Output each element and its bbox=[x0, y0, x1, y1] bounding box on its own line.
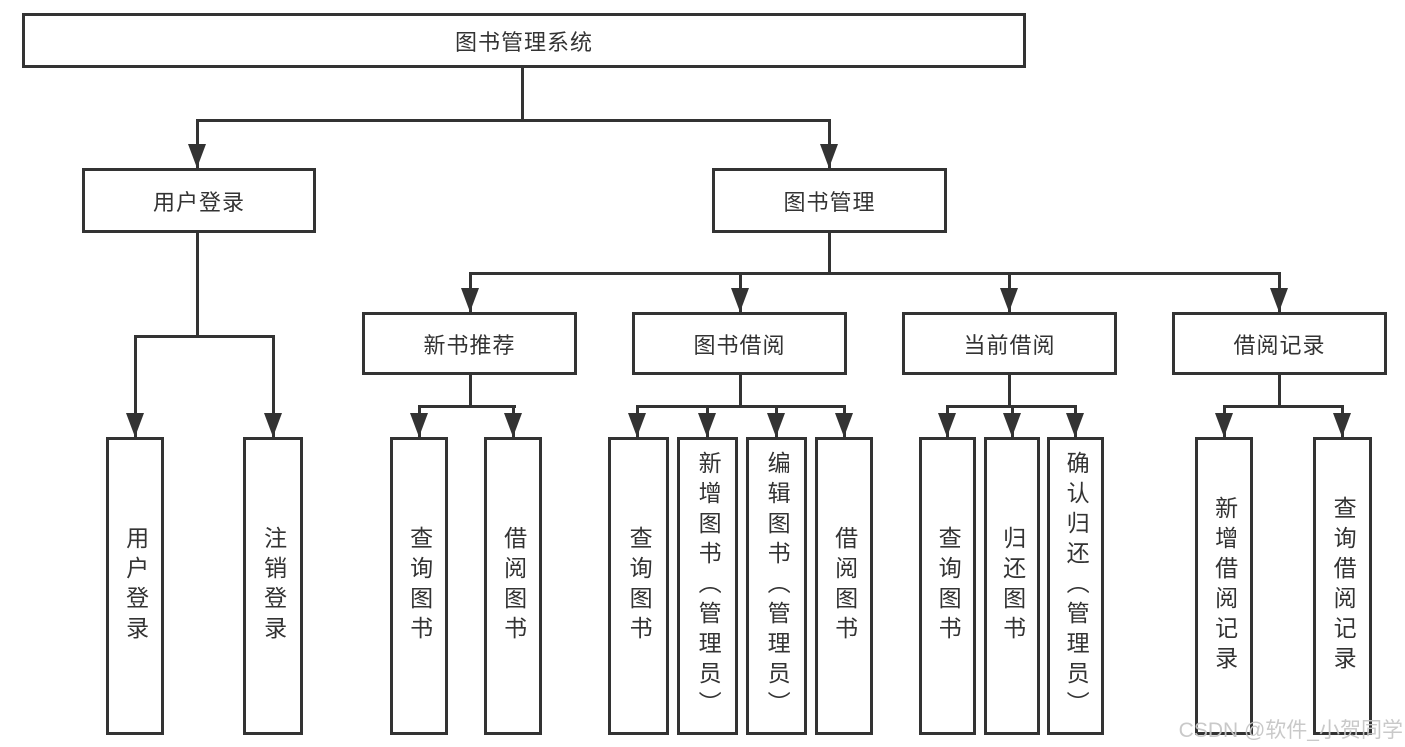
connector-line bbox=[1223, 405, 1344, 408]
arrowhead-icon bbox=[731, 288, 749, 312]
connector-line bbox=[196, 119, 831, 122]
node-book-management-label: 图书管理 bbox=[783, 189, 876, 215]
leaf-newbook-query-label: 查询图书 bbox=[406, 526, 433, 646]
node-user-login: 用户登录 bbox=[82, 168, 316, 233]
leaf-borrow-edit-admin-label: 编辑图书（管理员） bbox=[764, 451, 791, 721]
leaf-current-query-label: 查询图书 bbox=[935, 526, 962, 646]
connector-line bbox=[828, 119, 831, 168]
arrowhead-icon bbox=[264, 413, 282, 437]
arrowhead-icon bbox=[504, 413, 522, 437]
node-borrow-record: 借阅记录 bbox=[1172, 312, 1387, 375]
node-new-book-recommend-label: 新书推荐 bbox=[423, 332, 516, 358]
connector-line bbox=[196, 119, 199, 168]
leaf-record-query: 查询借阅记录 bbox=[1313, 437, 1372, 735]
leaf-record-add-label: 新增借阅记录 bbox=[1211, 496, 1238, 676]
node-current-borrow-label: 当前借阅 bbox=[963, 332, 1056, 358]
arrowhead-icon bbox=[698, 413, 716, 437]
leaf-user-login-label: 用户登录 bbox=[122, 526, 149, 646]
leaf-return-book-label: 归还图书 bbox=[999, 526, 1026, 646]
node-book-management: 图书管理 bbox=[712, 168, 947, 233]
leaf-newbook-query: 查询图书 bbox=[390, 437, 448, 735]
arrowhead-icon bbox=[820, 144, 838, 168]
connector-line bbox=[739, 375, 742, 405]
leaf-logout: 注销登录 bbox=[243, 437, 303, 735]
leaf-record-add: 新增借阅记录 bbox=[1195, 437, 1253, 735]
arrowhead-icon bbox=[938, 413, 956, 437]
connector-line bbox=[272, 335, 275, 437]
node-new-book-recommend: 新书推荐 bbox=[362, 312, 577, 375]
node-current-borrow: 当前借阅 bbox=[902, 312, 1117, 375]
leaf-borrow-book-label: 借阅图书 bbox=[831, 526, 858, 646]
leaf-logout-label: 注销登录 bbox=[260, 526, 287, 646]
leaf-record-query-label: 查询借阅记录 bbox=[1330, 496, 1357, 676]
arrowhead-icon bbox=[767, 413, 785, 437]
connector-line bbox=[134, 335, 275, 338]
connector-line bbox=[521, 67, 524, 121]
arrowhead-icon bbox=[628, 413, 646, 437]
arrowhead-icon bbox=[410, 413, 428, 437]
node-root-label: 图书管理系统 bbox=[454, 29, 593, 55]
connector-line bbox=[469, 375, 472, 405]
arrowhead-icon bbox=[188, 144, 206, 168]
connector-line bbox=[469, 272, 1281, 275]
arrowhead-icon bbox=[835, 413, 853, 437]
connector-line bbox=[134, 335, 137, 437]
leaf-user-login: 用户登录 bbox=[106, 437, 164, 735]
leaf-borrow-add-admin-label: 新增图书（管理员） bbox=[695, 451, 722, 721]
connector-line bbox=[1008, 375, 1011, 405]
arrowhead-icon bbox=[1270, 288, 1288, 312]
node-root: 图书管理系统 bbox=[22, 13, 1026, 68]
arrowhead-icon bbox=[461, 288, 479, 312]
connector-line bbox=[828, 233, 831, 272]
arrowhead-icon bbox=[126, 413, 144, 437]
connector-line bbox=[196, 233, 199, 335]
leaf-newbook-borrow-label: 借阅图书 bbox=[500, 526, 527, 646]
node-borrow-record-label: 借阅记录 bbox=[1233, 332, 1326, 358]
leaf-borrow-query-label: 查询图书 bbox=[626, 526, 653, 646]
leaf-confirm-return-admin-label: 确认归还（管理员） bbox=[1063, 451, 1090, 721]
leaf-return-book: 归还图书 bbox=[984, 437, 1040, 735]
leaf-confirm-return-admin: 确认归还（管理员） bbox=[1047, 437, 1104, 735]
leaf-borrow-add-admin: 新增图书（管理员） bbox=[677, 437, 738, 735]
arrowhead-icon bbox=[1333, 413, 1351, 437]
leaf-newbook-borrow: 借阅图书 bbox=[484, 437, 542, 735]
leaf-borrow-book: 借阅图书 bbox=[815, 437, 873, 735]
node-user-login-label: 用户登录 bbox=[152, 189, 245, 215]
arrowhead-icon bbox=[1066, 413, 1084, 437]
connector-line bbox=[418, 405, 516, 408]
arrowhead-icon bbox=[1003, 413, 1021, 437]
node-book-borrow-label: 图书借阅 bbox=[693, 332, 786, 358]
connector-line bbox=[1278, 375, 1281, 405]
leaf-borrow-query: 查询图书 bbox=[608, 437, 669, 735]
node-book-borrow: 图书借阅 bbox=[632, 312, 847, 375]
connector-line bbox=[636, 405, 846, 408]
arrowhead-icon bbox=[1215, 413, 1233, 437]
leaf-borrow-edit-admin: 编辑图书（管理员） bbox=[746, 437, 807, 735]
arrowhead-icon bbox=[1000, 288, 1018, 312]
csdn-watermark: CSDN @软件_小贺同学 bbox=[1178, 719, 1403, 742]
leaf-current-query: 查询图书 bbox=[919, 437, 976, 735]
